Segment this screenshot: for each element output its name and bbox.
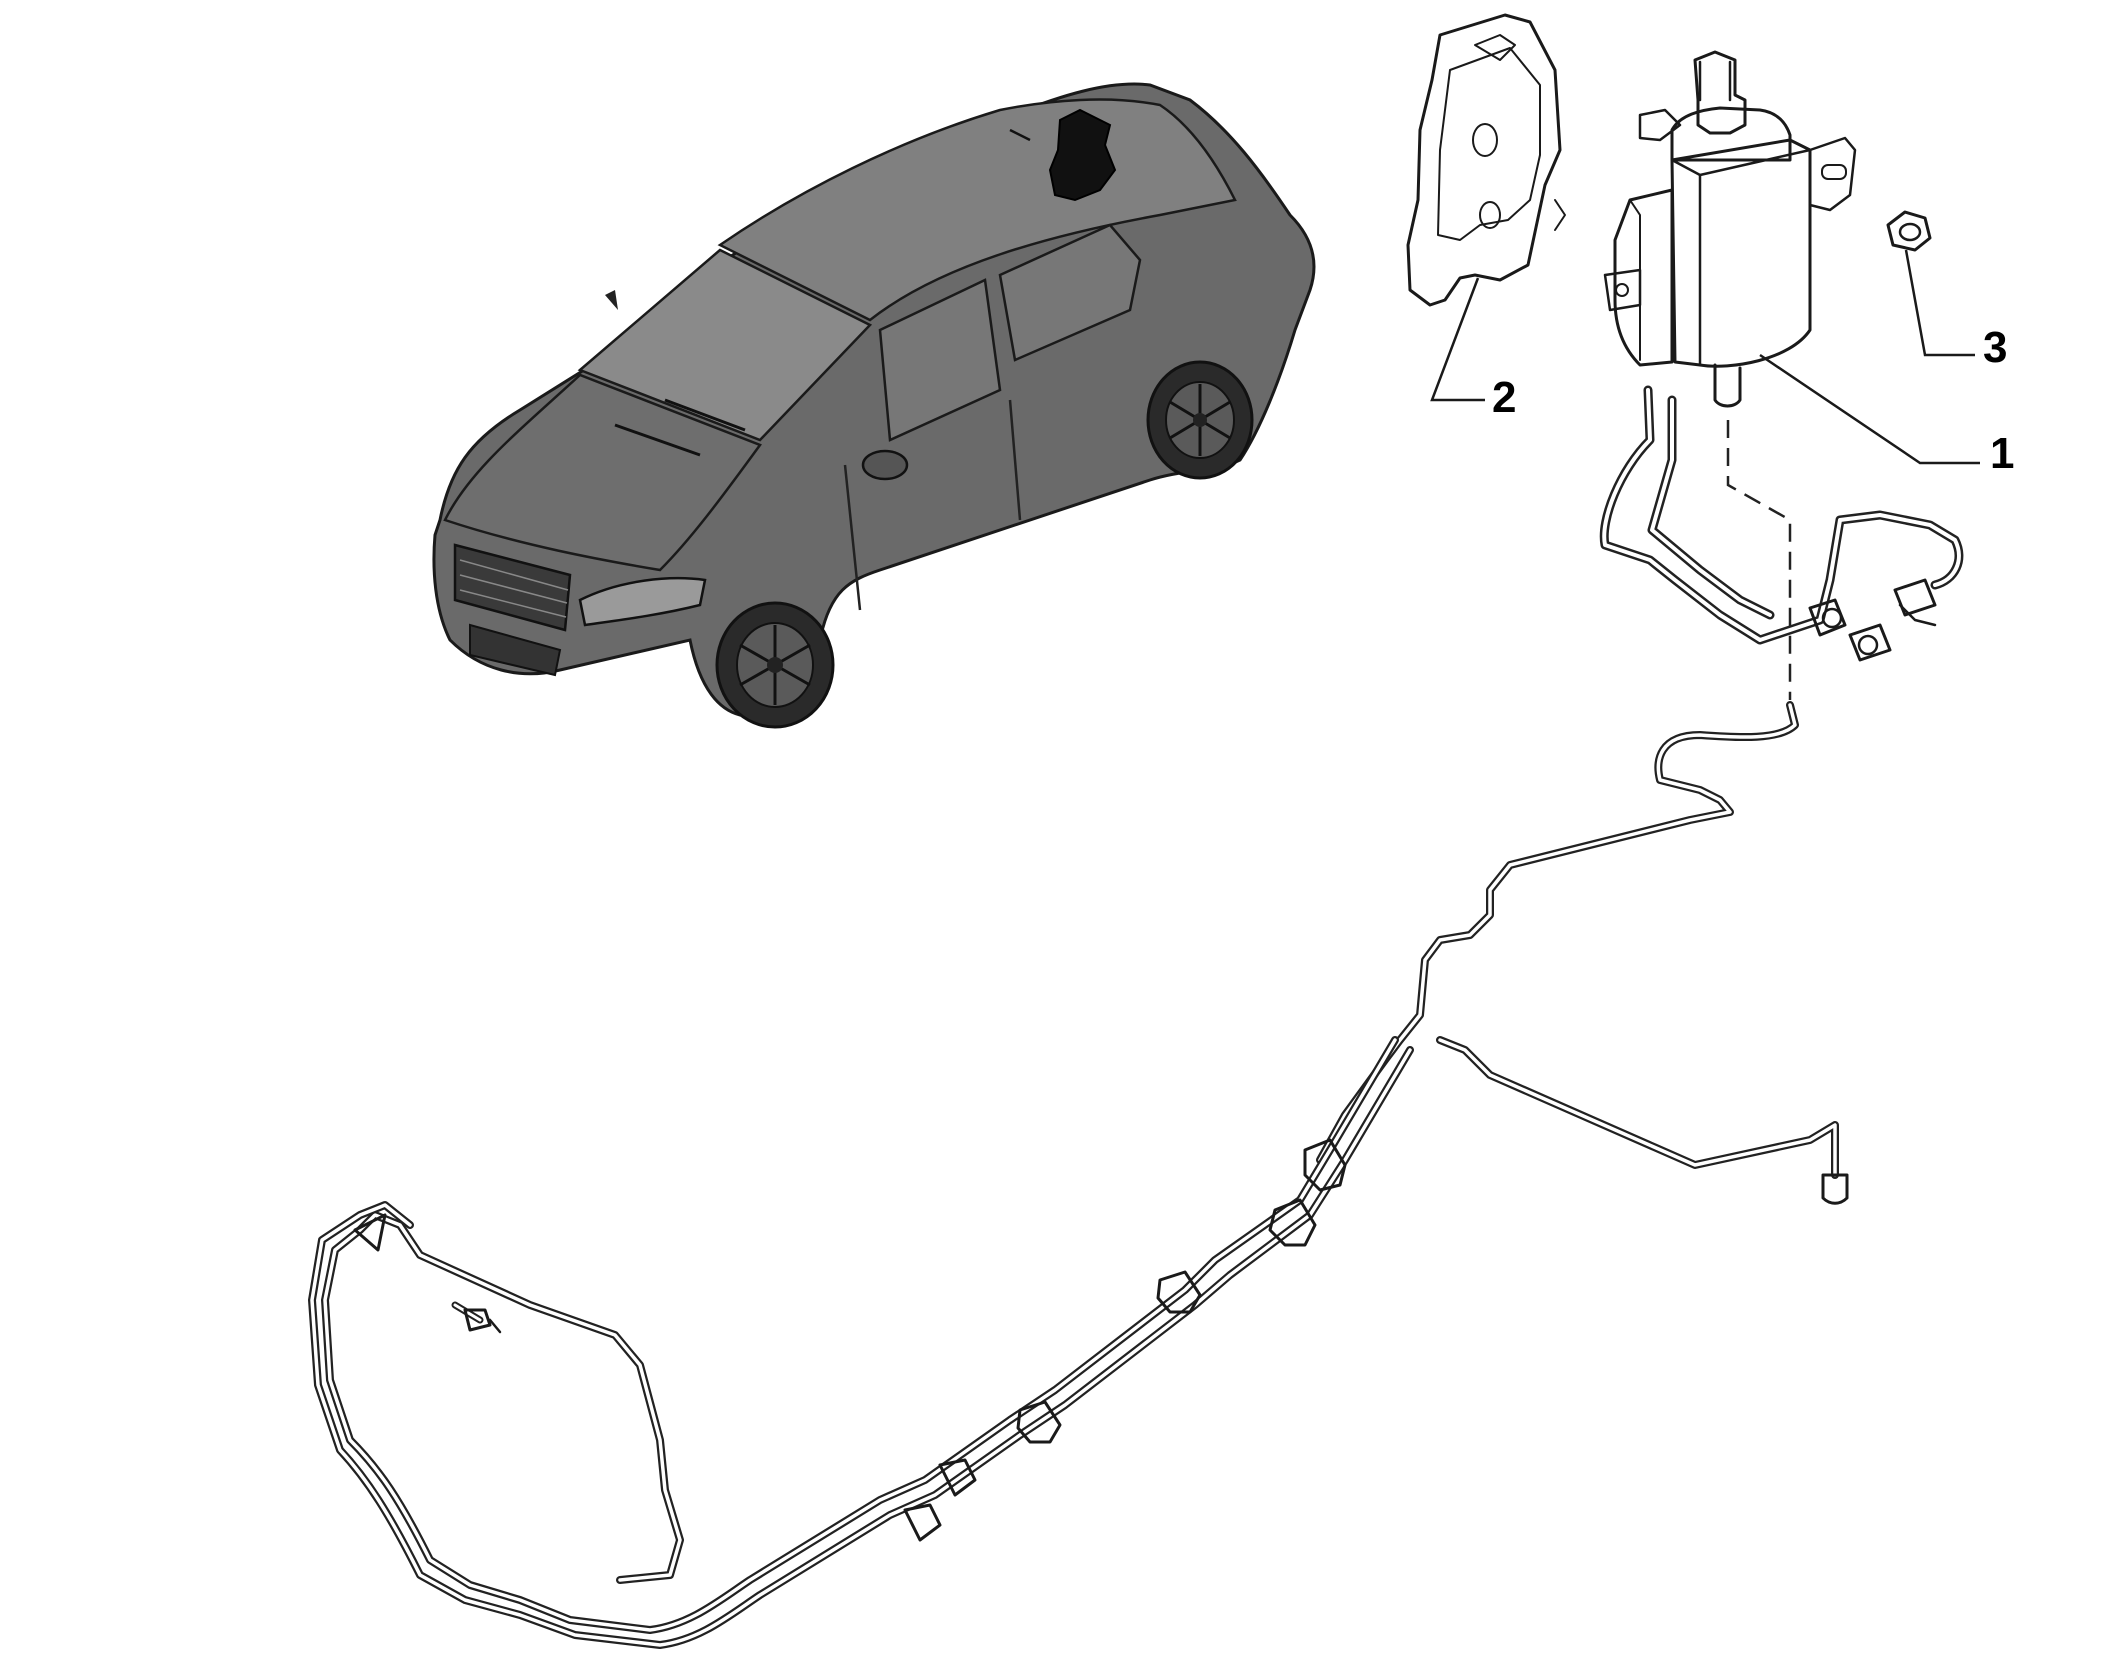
car-lower-intake <box>469 623 562 677</box>
leader-line-3 <box>1904 249 1975 357</box>
callout-1: 1 <box>1990 429 2014 478</box>
car-side-window-rear <box>998 223 1142 362</box>
leader-line-2 <box>1430 277 1485 402</box>
car-front-wheel <box>715 601 835 729</box>
leader-lines <box>1430 249 1980 465</box>
long-vapour-line <box>308 701 1849 1649</box>
car-door-lines <box>843 399 1022 611</box>
car-hood <box>443 373 762 572</box>
callout-3: 3 <box>1983 323 2007 372</box>
heat-shield <box>1406 13 1566 307</box>
car-wipers <box>614 398 746 457</box>
car-mirror <box>861 449 909 481</box>
leader-line-1 <box>1759 353 1980 465</box>
location-highlight <box>1048 108 1117 202</box>
car-side-window-front <box>878 278 1002 442</box>
hex-nut <box>1886 210 1932 252</box>
car-rear-wheel <box>1146 360 1254 480</box>
fuel-vapour-canister <box>1603 50 1857 408</box>
canister-hoses <box>1599 385 1964 662</box>
callout-2: 2 <box>1492 373 1516 422</box>
sedan-car-icon <box>432 82 1316 729</box>
line-clips <box>903 1138 1347 1542</box>
car-headlight <box>578 576 707 627</box>
car-windshield <box>577 248 873 442</box>
grille-slats <box>459 559 569 618</box>
car-antenna <box>1009 128 1031 142</box>
assembly-dash-line <box>1726 420 1792 700</box>
car-antenna-front <box>605 290 618 310</box>
